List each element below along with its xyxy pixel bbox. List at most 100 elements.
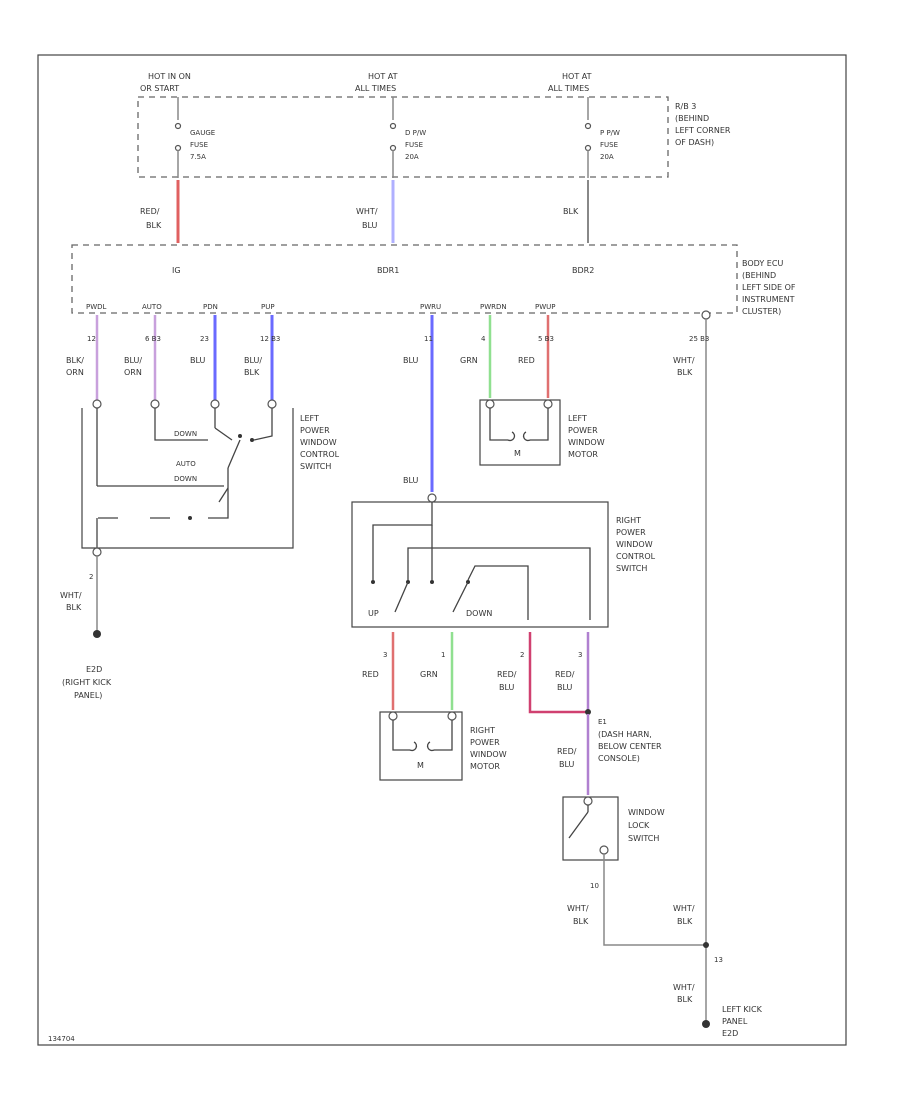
svg-text:BLK: BLK — [677, 995, 693, 1004]
svg-text:PDN: PDN — [203, 303, 218, 311]
svg-text:BLK: BLK — [573, 917, 589, 926]
fuse-p-pw: P P/W FUSE 20A — [584, 97, 620, 178]
svg-text:SWITCH: SWITCH — [300, 462, 331, 471]
right-switch-feed: 11 BLU BLU — [403, 315, 434, 492]
ecu-input-bdr1: BDR1 — [377, 266, 399, 275]
left-switch-contact-auto: AUTO — [176, 460, 196, 468]
wire-red-blk: RED/ BLK — [140, 180, 180, 243]
svg-text:RED/: RED/ — [497, 670, 517, 679]
svg-text:ORN: ORN — [66, 368, 84, 377]
svg-text:WHT/: WHT/ — [673, 983, 695, 992]
svg-text:LOCK: LOCK — [628, 821, 650, 830]
body-ecu-pin-labels: PWDL AUTO PDN PUP PWRU PWRDN PWUP — [86, 303, 556, 311]
svg-text:SWITCH: SWITCH — [616, 564, 647, 573]
svg-text:POWER: POWER — [616, 528, 646, 537]
svg-text:BLU/: BLU/ — [124, 356, 142, 365]
fuse-box-hot-label-3: HOT AT ALL TIMES — [548, 72, 592, 93]
svg-text:2: 2 — [520, 651, 524, 659]
svg-text:ORN: ORN — [124, 368, 142, 377]
svg-text:13: 13 — [714, 956, 723, 964]
svg-text:BLK: BLK — [677, 368, 693, 377]
svg-text:HOT AT: HOT AT — [562, 72, 592, 81]
svg-text:BLK: BLK — [244, 368, 260, 377]
svg-text:GRN: GRN — [420, 670, 438, 679]
svg-text:CONTROL: CONTROL — [300, 450, 340, 459]
svg-text:CLUSTER): CLUSTER) — [742, 307, 781, 316]
svg-text:BLU: BLU — [559, 760, 575, 769]
svg-text:RED/: RED/ — [555, 670, 575, 679]
svg-text:P P/W: P P/W — [600, 129, 620, 137]
svg-text:(RIGHT KICK: (RIGHT KICK — [62, 678, 112, 687]
svg-text:WHT/: WHT/ — [60, 591, 82, 600]
svg-text:CONTROL: CONTROL — [616, 552, 656, 561]
svg-text:PWRU: PWRU — [420, 303, 441, 311]
svg-text:OF DASH): OF DASH) — [675, 138, 714, 147]
svg-text:GAUGE: GAUGE — [190, 129, 215, 137]
left-switch-ground: 2 WHT/ BLK E2D (RIGHT KICK PANEL) — [60, 547, 112, 700]
svg-text:HOT IN ON: HOT IN ON — [148, 72, 191, 81]
left-motor-symbol: M — [514, 449, 521, 458]
svg-text:BLK: BLK — [677, 917, 693, 926]
svg-text:LEFT KICK: LEFT KICK — [722, 1005, 763, 1014]
svg-text:FUSE: FUSE — [600, 141, 618, 149]
svg-text:11: 11 — [424, 335, 433, 343]
wire-blk: BLK — [563, 180, 589, 243]
svg-text:12 B3: 12 B3 — [260, 335, 280, 343]
svg-text:WINDOW: WINDOW — [616, 540, 653, 549]
ecu-ground-wire: 25 B3 WHT/ BLK WHT/ BLK 13 WHT/ BLK LEFT… — [673, 310, 763, 1038]
svg-text:12: 12 — [87, 335, 96, 343]
left-power-window-motor: 4 5 B3 GRN RED M LEFT POWER WINDOW MOTOR — [460, 315, 605, 466]
svg-text:PANEL: PANEL — [722, 1017, 748, 1026]
right-power-window-motor: M RIGHT POWER WINDOW MOTOR — [379, 711, 507, 781]
svg-text:WINDOW: WINDOW — [470, 750, 507, 759]
svg-text:RED: RED — [518, 356, 535, 365]
ecu-input-ig: IG — [172, 266, 181, 275]
fuse-box-location: R/B 3 (BEHIND LEFT CORNER OF DASH) — [675, 102, 731, 147]
diagram-frame — [37, 54, 847, 1046]
svg-text:E2D: E2D — [722, 1029, 738, 1038]
svg-text:20A: 20A — [600, 153, 614, 161]
svg-text:RIGHT: RIGHT — [616, 516, 641, 525]
svg-text:BLK: BLK — [563, 207, 579, 216]
svg-text:BLK: BLK — [66, 603, 82, 612]
svg-text:WHT/: WHT/ — [673, 904, 695, 913]
left-power-window-control-switch: DOWN AUTO DOWN LEFT POWER WINDOW CONTROL… — [81, 399, 340, 549]
svg-text:WINDOW: WINDOW — [568, 438, 605, 447]
svg-text:5 B3: 5 B3 — [538, 335, 554, 343]
left-switch-wires: 12 6 B3 23 12 B3 BLK/ ORN BLU/ ORN BLU B… — [66, 315, 280, 400]
svg-text:20A: 20A — [405, 153, 419, 161]
svg-text:MOTOR: MOTOR — [568, 450, 598, 459]
svg-text:3: 3 — [578, 651, 582, 659]
left-switch-contact-down-2: DOWN — [174, 475, 197, 483]
svg-text:ALL TIMES: ALL TIMES — [355, 84, 396, 93]
fuse-d-pw: D P/W FUSE 20A — [389, 97, 426, 178]
svg-text:GRN: GRN — [460, 356, 478, 365]
svg-text:6 B3: 6 B3 — [145, 335, 161, 343]
svg-text:POWER: POWER — [568, 426, 598, 435]
svg-text:BODY ECU: BODY ECU — [742, 259, 783, 268]
fuse-box-outline — [137, 96, 669, 178]
svg-text:LEFT: LEFT — [300, 414, 319, 423]
svg-text:BLK/: BLK/ — [66, 356, 84, 365]
svg-text:BLU: BLU — [499, 683, 515, 692]
svg-text:BLU: BLU — [403, 356, 419, 365]
svg-text:D P/W: D P/W — [405, 129, 426, 137]
fuse-box-hot-label-2: HOT AT ALL TIMES — [355, 72, 398, 93]
left-switch-contact-down-1: DOWN — [174, 430, 197, 438]
svg-text:E2D: E2D — [86, 665, 102, 674]
svg-text:FUSE: FUSE — [190, 141, 208, 149]
svg-text:ALL TIMES: ALL TIMES — [548, 84, 589, 93]
svg-text:R/B 3: R/B 3 — [675, 102, 696, 111]
svg-text:RED: RED — [362, 670, 379, 679]
svg-text:WHT/: WHT/ — [673, 356, 695, 365]
fuse-gauge: GAUGE FUSE 7.5A — [174, 97, 215, 178]
diagram-code: 134704 — [48, 1035, 75, 1043]
svg-text:WHT/: WHT/ — [567, 904, 589, 913]
svg-text:10: 10 — [590, 882, 599, 890]
svg-text:PWRDN: PWRDN — [480, 303, 507, 311]
svg-text:RED/: RED/ — [140, 207, 160, 216]
window-lock-switch: WINDOW LOCK SWITCH — [562, 796, 665, 861]
svg-text:25 B3: 25 B3 — [689, 335, 709, 343]
svg-text:LEFT CORNER: LEFT CORNER — [675, 126, 731, 135]
svg-text:BLU: BLU — [403, 476, 419, 485]
